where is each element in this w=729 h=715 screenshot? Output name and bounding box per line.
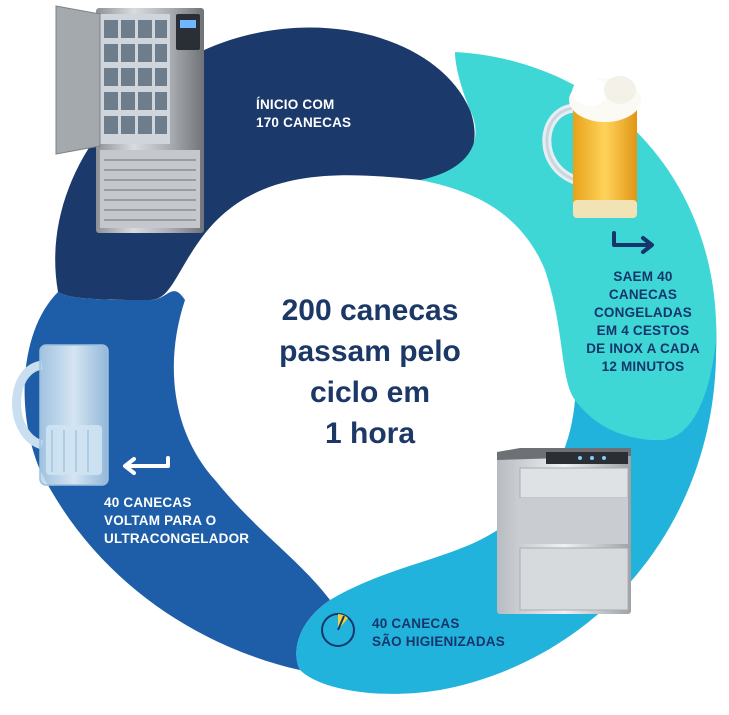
step-return-label: 40 CANECAS VOLTAM PARA O ULTRACONGELADOR [104, 494, 249, 548]
arrow-right-icon [612, 231, 654, 254]
beer-mug-image [542, 76, 641, 218]
label-line: SAEM 40 [613, 269, 673, 284]
empty-mug-image [12, 344, 109, 486]
center-line: 1 hora [324, 417, 416, 450]
label-line: 40 CANECAS [104, 495, 192, 510]
segment-wash [296, 340, 717, 694]
step-out-label: SAEM 40 CANECAS CONGELADAS EM 4 CESTOS D… [582, 268, 704, 376]
dishwasher-image [497, 448, 631, 614]
center-summary: 200 canecas passam pelo ciclo em 1 hora [255, 290, 485, 454]
timer-icon [321, 613, 355, 647]
label-line: 12 MINUTOS [601, 359, 685, 374]
center-line: 200 canecas [281, 294, 459, 327]
label-line: ÍNICIO COM [256, 97, 335, 112]
label-line: CANECAS [608, 287, 678, 302]
label-line: EM 4 CESTOS [596, 323, 690, 338]
label-line: CONGELADAS [593, 305, 692, 320]
center-line: ciclo em [309, 376, 431, 409]
step-start-label: ÍNICIO COM 170 CANECAS [256, 96, 351, 132]
segment-out [420, 52, 717, 440]
label-line: VOLTAM PARA O [104, 513, 217, 528]
label-line: ULTRACONGELADOR [104, 531, 250, 546]
label-line: 170 CANECAS [256, 115, 352, 130]
arrow-left-icon [123, 456, 170, 475]
center-disc [182, 186, 554, 558]
label-line: SÃO HIGIENIZADAS [372, 634, 505, 649]
step-wash-label: 40 CANECAS SÃO HIGIENIZADAS [372, 615, 505, 651]
center-line: passam pelo [279, 335, 461, 368]
label-line: 40 CANECAS [372, 616, 460, 631]
ultrafreezer-image [55, 5, 204, 233]
label-line: DE INOX A CADA [586, 341, 700, 356]
